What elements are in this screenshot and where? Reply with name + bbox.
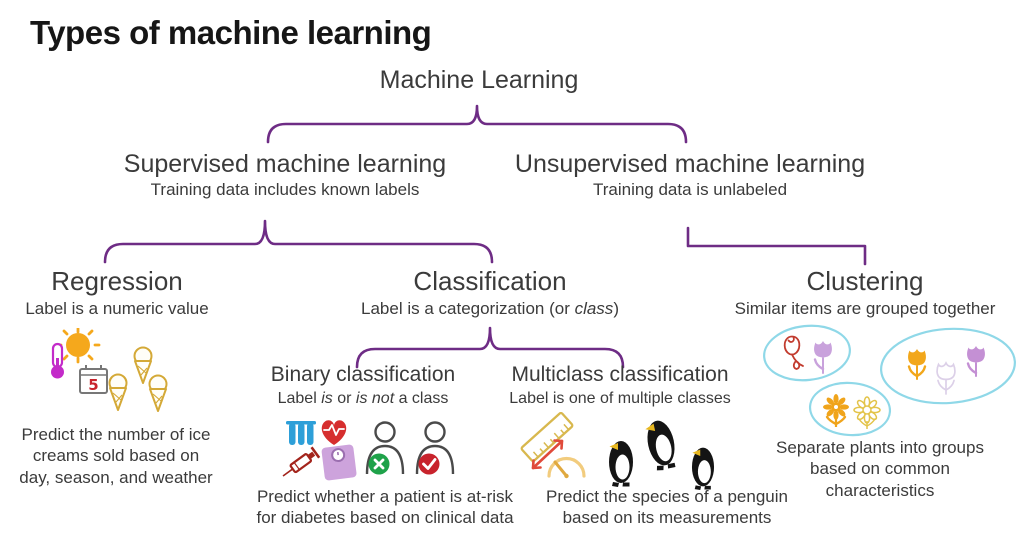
clustering-icons bbox=[763, 324, 1016, 437]
calendar-day-number: 5 bbox=[88, 376, 98, 394]
brace-root-split bbox=[266, 104, 688, 144]
cluster-ellipses bbox=[763, 324, 1016, 437]
brace-supervised-split bbox=[103, 219, 494, 264]
ruler-icon bbox=[520, 412, 574, 463]
node-classification: Classification bbox=[413, 266, 567, 296]
person-reject-icon bbox=[365, 421, 405, 475]
node-binary-classification: Binary classification bbox=[270, 363, 456, 386]
regression-caption: Predict the number of ice creams sold ba… bbox=[19, 425, 213, 487]
tulip-purple-icon bbox=[966, 346, 985, 377]
tulip-orange-icon bbox=[907, 349, 927, 380]
rose-icon bbox=[783, 335, 804, 370]
ice-cream-icons bbox=[108, 346, 168, 412]
node-regression: Regression bbox=[51, 266, 183, 296]
sunflower-outline-icon bbox=[853, 396, 881, 429]
connector-unsupervised-clustering bbox=[686, 226, 867, 266]
regression-icons: 5 bbox=[51, 328, 168, 412]
sunflower-orange-icon bbox=[823, 394, 849, 427]
brace-classification-split bbox=[355, 326, 625, 369]
node-clustering-sublabel: Similar items are grouped together bbox=[734, 299, 996, 318]
scale-icon bbox=[321, 444, 357, 481]
gauge-icon bbox=[547, 456, 586, 479]
binary-caption: Predict whether a patient is at-risk for… bbox=[256, 487, 514, 528]
node-classification-sublabel: Label is a categorization (or class) bbox=[361, 299, 619, 318]
test-tubes-icon bbox=[286, 421, 316, 445]
node-multiclass-sublabel: Label is one of multiple classes bbox=[509, 390, 731, 407]
multiclass-icons bbox=[520, 412, 715, 490]
node-machine-learning: Machine Learning bbox=[379, 66, 579, 94]
binary-icons bbox=[282, 420, 455, 481]
multiclass-caption: Predict the species of a penguin based o… bbox=[546, 487, 788, 528]
node-multiclass-classification: Multiclass classification bbox=[511, 363, 729, 386]
node-supervised: Supervised machine learning bbox=[123, 150, 447, 178]
syringe-icon bbox=[282, 446, 321, 477]
penguin-icons bbox=[609, 420, 715, 490]
node-unsupervised: Unsupervised machine learning bbox=[514, 150, 866, 178]
node-regression-sublabel: Label is a numeric value bbox=[25, 299, 209, 318]
measure-arrow-icon bbox=[531, 439, 564, 470]
sun-icon bbox=[55, 328, 101, 364]
node-binary-sublabel: Label is or is not a class bbox=[277, 390, 449, 407]
person-accept-icon bbox=[415, 421, 455, 475]
tulip-pale-outline-icon bbox=[936, 361, 956, 395]
heart-pulse-icon bbox=[321, 420, 347, 445]
node-unsupervised-sublabel: Training data is unlabeled bbox=[592, 180, 788, 199]
calendar-icon: 5 bbox=[79, 365, 108, 394]
thermometer-icon bbox=[51, 342, 64, 379]
node-clustering: Clustering bbox=[806, 266, 924, 296]
clustering-caption: Separate plants into groups based on com… bbox=[776, 438, 984, 500]
tulip-lilac-icon bbox=[813, 341, 832, 374]
page-title: Types of machine learning bbox=[30, 14, 432, 51]
node-supervised-sublabel: Training data includes known labels bbox=[150, 180, 420, 199]
